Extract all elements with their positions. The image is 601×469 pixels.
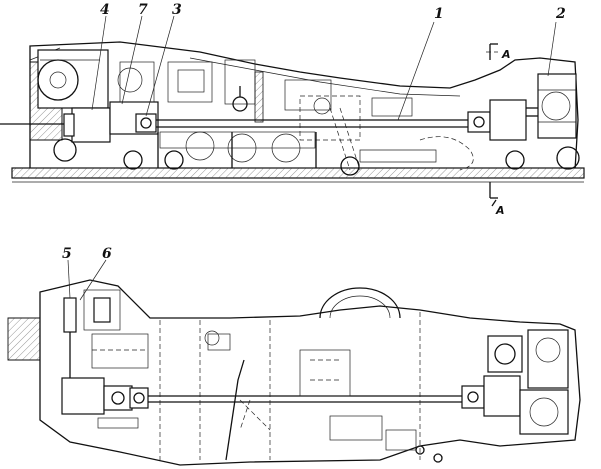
- coupling-3: [135, 113, 157, 133]
- section-label-lower: A: [495, 204, 505, 217]
- bottom-callouts: 5 6: [62, 246, 112, 301]
- pump-unit: [167, 61, 213, 103]
- pipe-5: [63, 297, 77, 333]
- section-mark-a: A A: [486, 43, 511, 217]
- bottom-coupling-left: [129, 387, 149, 409]
- callout-6: 6: [102, 246, 112, 262]
- callout-3: 3: [172, 2, 182, 18]
- callout-7: 7: [138, 2, 148, 18]
- unit-6: [83, 289, 121, 331]
- right-coupling: [467, 111, 491, 133]
- callout-2: 2: [555, 6, 566, 22]
- center-block: [299, 349, 351, 397]
- motor-4: [71, 107, 111, 143]
- top-view-elevation: A A 4 7 3 1 2: [0, 2, 585, 217]
- bottom-view-plan: 5 6: [7, 246, 581, 466]
- top-callouts: 4 7 3 1 2: [91, 2, 566, 121]
- section-label-upper: A: [501, 48, 511, 61]
- central-drum: [319, 287, 401, 319]
- machine-2-base: [489, 99, 527, 141]
- bottom-machine: [487, 335, 523, 373]
- callout-4: 4: [100, 2, 110, 18]
- bottom-motor: [61, 377, 105, 415]
- callout-5: 5: [62, 246, 72, 262]
- callout-1: 1: [434, 6, 444, 22]
- left-housing: [37, 49, 109, 109]
- bottom-body-outline: [39, 279, 581, 466]
- bottom-coupling-right: [461, 385, 485, 409]
- bottom-left-wall: [7, 317, 41, 361]
